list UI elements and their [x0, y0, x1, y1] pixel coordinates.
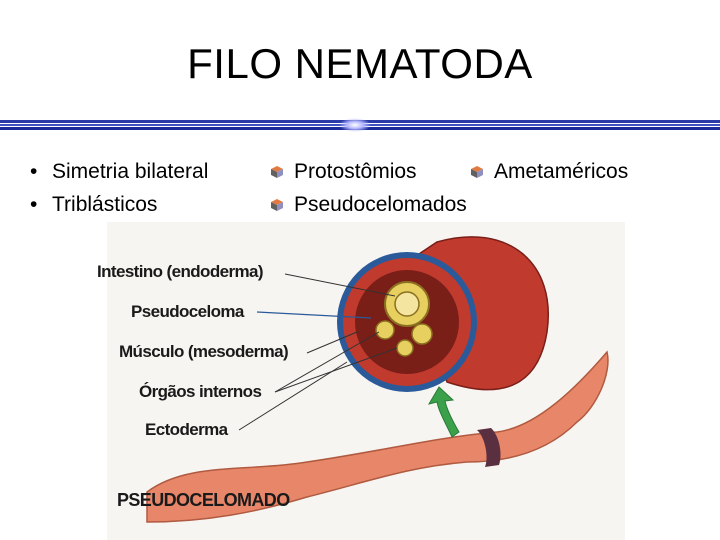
worm-body	[146, 350, 609, 523]
feature-text: Pseudocelomados	[294, 193, 467, 216]
label-muscle: Músculo (mesoderma)	[119, 342, 289, 361]
bullet-list: •Simetria bilateral •Triblásticos	[30, 155, 208, 221]
cube-bullet-icon	[271, 199, 283, 212]
feature-text: Ametaméricos	[494, 160, 629, 183]
label-intestine: Intestino (endoderma)	[97, 262, 264, 281]
feature-item: Ametaméricos	[470, 155, 628, 188]
feature-list: Protostômios Pseudocelomados	[270, 155, 467, 221]
label-pseudocoelom: Pseudoceloma	[131, 302, 244, 321]
cube-bullet-icon	[471, 166, 483, 179]
bullet-text: Triblásticos	[52, 193, 158, 216]
feature-text: Protostômios	[294, 160, 417, 183]
bullet-item: •Triblásticos	[30, 193, 158, 216]
slide-title: FILO NEMATODA	[187, 40, 533, 87]
label-ectoderm: Ectoderma	[145, 420, 228, 439]
nematode-illustration	[146, 236, 609, 523]
bullet-text: Simetria bilateral	[52, 160, 209, 183]
up-arrow	[427, 386, 460, 438]
worm-band	[477, 428, 501, 467]
figure-caption: PSEUDOCELOMADO	[117, 490, 290, 510]
label-internal-organs: Órgãos internos	[139, 382, 262, 401]
feature-item: Pseudocelomados	[270, 188, 467, 221]
feature-item: Protostômios	[270, 155, 467, 188]
title-divider	[0, 118, 720, 132]
bullet-item: •Simetria bilateral	[30, 160, 209, 183]
cube-bullet-icon	[271, 166, 283, 179]
nematode-diagram: Intestino (endoderma) Pseudoceloma Múscu…	[97, 222, 625, 540]
